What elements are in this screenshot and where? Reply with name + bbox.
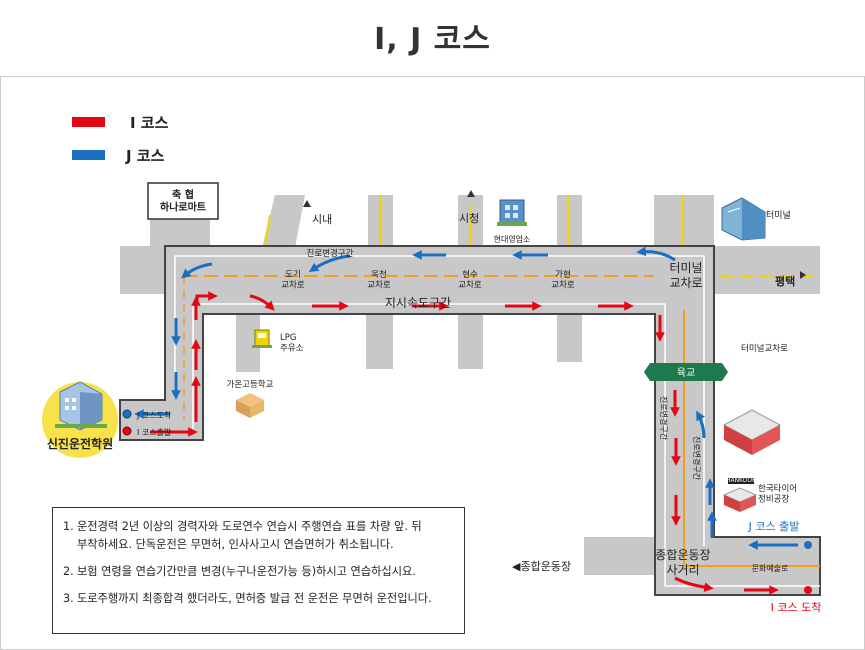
school-icon bbox=[236, 393, 264, 418]
note-1: 1.운전경력 2년 이상의 경력자와 도로연수 연습시 주행연습 표를 차량 앞… bbox=[63, 520, 422, 551]
j-course-arrows bbox=[134, 246, 798, 550]
i-course-arrows bbox=[150, 291, 779, 595]
academy-label: 신진운전학원 bbox=[47, 436, 113, 451]
hankook-logo: HANKOOK bbox=[726, 477, 757, 484]
academy-building-icon bbox=[55, 381, 107, 431]
hyundai-label: 현대영업소 bbox=[494, 234, 531, 244]
i-depart-label: I 코스출발 bbox=[137, 427, 172, 437]
notice-box: 1.운전경력 2년 이상의 경력자와 도로연수 연습시 주행연습 표를 차량 앞… bbox=[52, 507, 465, 634]
section-change-left: 진로변경구간 bbox=[659, 396, 669, 441]
hankook-building-icon bbox=[722, 409, 782, 512]
sinae-label: 시내 bbox=[312, 213, 332, 226]
hyundai-building-icon bbox=[497, 199, 527, 226]
legend-j-label: J 코스 bbox=[125, 147, 165, 165]
legend-j-swatch bbox=[72, 150, 105, 160]
page-title: I, J 코스 bbox=[374, 22, 491, 57]
gaon-school-label: 가온고등학교 bbox=[227, 379, 274, 390]
expressway-label: 지시속도구간 bbox=[385, 296, 451, 310]
j-arrive-dot bbox=[122, 409, 132, 419]
terminal-label: 터미널 bbox=[766, 210, 791, 221]
sports-complex-label: ◀종합운동장 bbox=[512, 560, 571, 573]
section-change-right: 진로변경구간 bbox=[692, 436, 702, 481]
pyeongtaek-label: 평택 bbox=[775, 274, 795, 288]
yukgyo-label: 육교 bbox=[677, 367, 695, 379]
mart-box bbox=[147, 182, 219, 220]
sicheong-label: 시청 bbox=[459, 212, 479, 225]
culture-road-label: 문화예술로 bbox=[752, 563, 789, 573]
i-depart-dot bbox=[122, 426, 132, 436]
j-depart-label: J 코스 출발 bbox=[748, 520, 800, 533]
note-2: 2.보험 연령을 연습기간만큼 변경(누구나운전가능 등)하시고 연습하십시요. bbox=[63, 565, 416, 578]
overpass-sign bbox=[650, 363, 722, 381]
main-route-road bbox=[119, 245, 821, 596]
legend-i-label: I 코스 bbox=[130, 114, 169, 132]
section-change-top: 진로변경구간 bbox=[307, 248, 354, 259]
lpg-station-icon bbox=[252, 329, 272, 348]
j-depart-dot bbox=[804, 541, 812, 549]
terminal-intersection-label: 터미널교차로 bbox=[741, 344, 788, 354]
note-3: 3.도로주행까지 최종합격 했더라도, 면허증 발급 전 운전은 무면허 운전입… bbox=[63, 592, 432, 605]
i-arrive-label: I 코스 도착 bbox=[771, 601, 822, 614]
i-arrive-dot bbox=[804, 586, 812, 594]
terminal-building-icon bbox=[721, 197, 766, 241]
j-arrive-label: J 코스도착 bbox=[136, 411, 172, 420]
legend-i-swatch bbox=[72, 117, 105, 127]
